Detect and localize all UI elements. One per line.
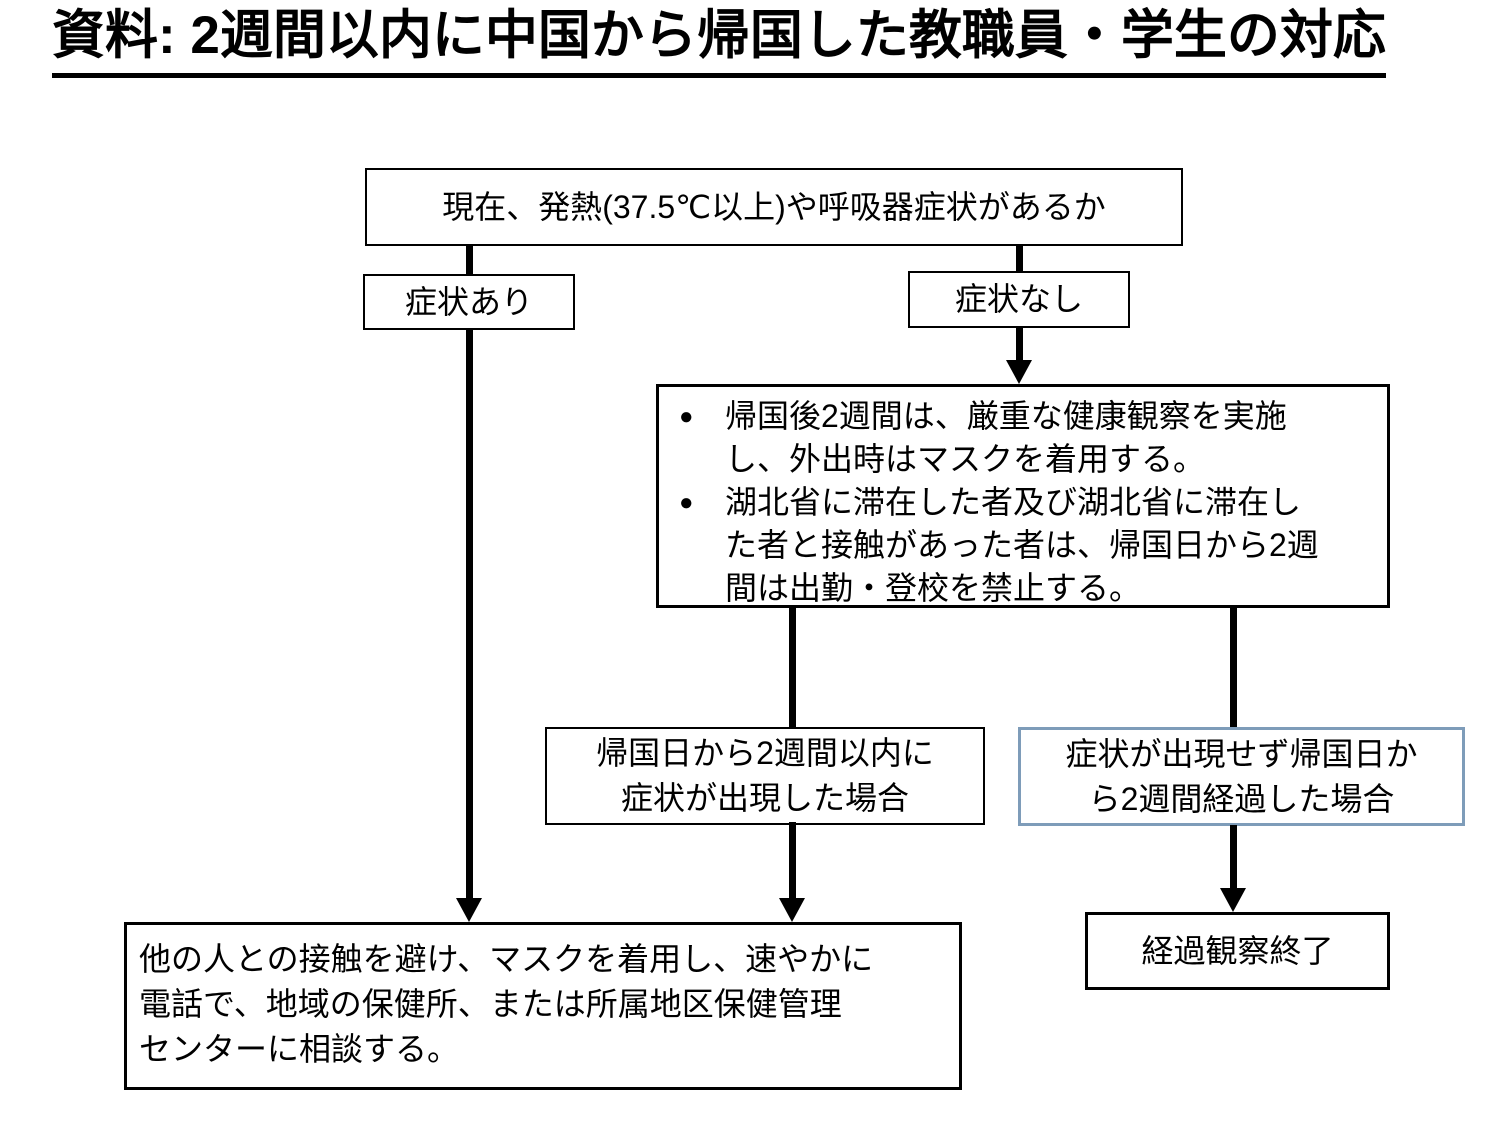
arrow-case-no-symptoms-line	[1230, 825, 1237, 890]
observation-rules-box: ● 帰国後2週間は、厳重な健康観察を実施 し、外出時はマスクを着用する。 ● 湖…	[656, 384, 1390, 608]
connector-observation-to-case-no-symptoms	[1230, 607, 1237, 727]
bullet-2-line-1: 湖北省に滞在した者及び湖北省に滞在し	[725, 484, 1302, 520]
observation-bullet-2: ● 湖北省に滞在した者及び湖北省に滞在し た者と接触があった者は、帰国日から2週…	[673, 481, 1319, 610]
connector-question-to-symptom-yes	[466, 245, 473, 274]
observation-end-text: 経過観察終了	[1141, 932, 1334, 969]
bullet-1-line-1: 帰国後2週間は、厳重な健康観察を実施	[725, 398, 1287, 434]
symptom-no-label-box: 症状なし	[908, 271, 1130, 328]
connector-question-to-symptom-no	[1016, 245, 1023, 272]
connector-observation-to-case-symptoms	[789, 607, 796, 727]
case-symptoms-line-2: 症状が出現した場合	[620, 780, 909, 816]
bullet-icon: ●	[679, 489, 694, 516]
consult-line-2: 電話で、地域の保健所、または所属地区保健管理	[139, 986, 842, 1022]
page-title: 資料: 2週間以内に中国から帰国した教職員・学生の対応	[52, 6, 1386, 78]
arrow-down-icon	[456, 898, 482, 922]
case-no-symptoms-line-2: ら2週間経過した場合	[1088, 780, 1395, 817]
observation-bullet-1: ● 帰国後2週間は、厳重な健康観察を実施 し、外出時はマスクを着用する。	[673, 395, 1287, 481]
symptom-no-label: 症状なし	[954, 281, 1083, 317]
case-no-symptoms-box: 症状が出現せず帰国日か ら2週間経過した場合	[1018, 727, 1465, 826]
case-no-symptoms-line-1: 症状が出現せず帰国日か	[1065, 735, 1418, 772]
bullet-2-line-3: 間は出勤・登校を禁止する。	[725, 570, 1142, 606]
consult-line-3: センターに相談する。	[139, 1031, 460, 1067]
symptom-yes-label: 症状あり	[404, 283, 533, 320]
question-box: 現在、発熱(37.5℃以上)や呼吸器症状があるか	[365, 168, 1183, 246]
consult-line-1: 他の人との接触を避け、マスクを着用し、速やかに	[139, 941, 874, 977]
arrow-symptom-no-line	[1016, 327, 1023, 362]
arrow-down-icon	[779, 898, 805, 922]
case-symptoms-line-1: 帰国日から2週間以内に	[596, 735, 934, 771]
symptom-yes-label-box: 症状あり	[363, 274, 575, 330]
question-text: 現在、発熱(37.5℃以上)や呼吸器症状があるか	[442, 188, 1106, 225]
arrow-down-icon	[1220, 888, 1246, 912]
bullet-2-line-2: た者と接触があった者は、帰国日から2週	[725, 527, 1319, 563]
arrow-down-icon	[1006, 360, 1032, 384]
arrow-case-symptoms-line	[789, 822, 796, 900]
bullet-1-line-2: し、外出時はマスクを着用する。	[725, 441, 1206, 477]
case-symptoms-box: 帰国日から2週間以内に 症状が出現した場合	[545, 727, 985, 825]
observation-end-box: 経過観察終了	[1085, 912, 1390, 990]
consult-action-box: 他の人との接触を避け、マスクを着用し、速やかに 電話で、地域の保健所、または所属…	[124, 922, 962, 1090]
arrow-symptom-yes-line	[466, 329, 473, 899]
bullet-icon: ●	[679, 403, 694, 430]
